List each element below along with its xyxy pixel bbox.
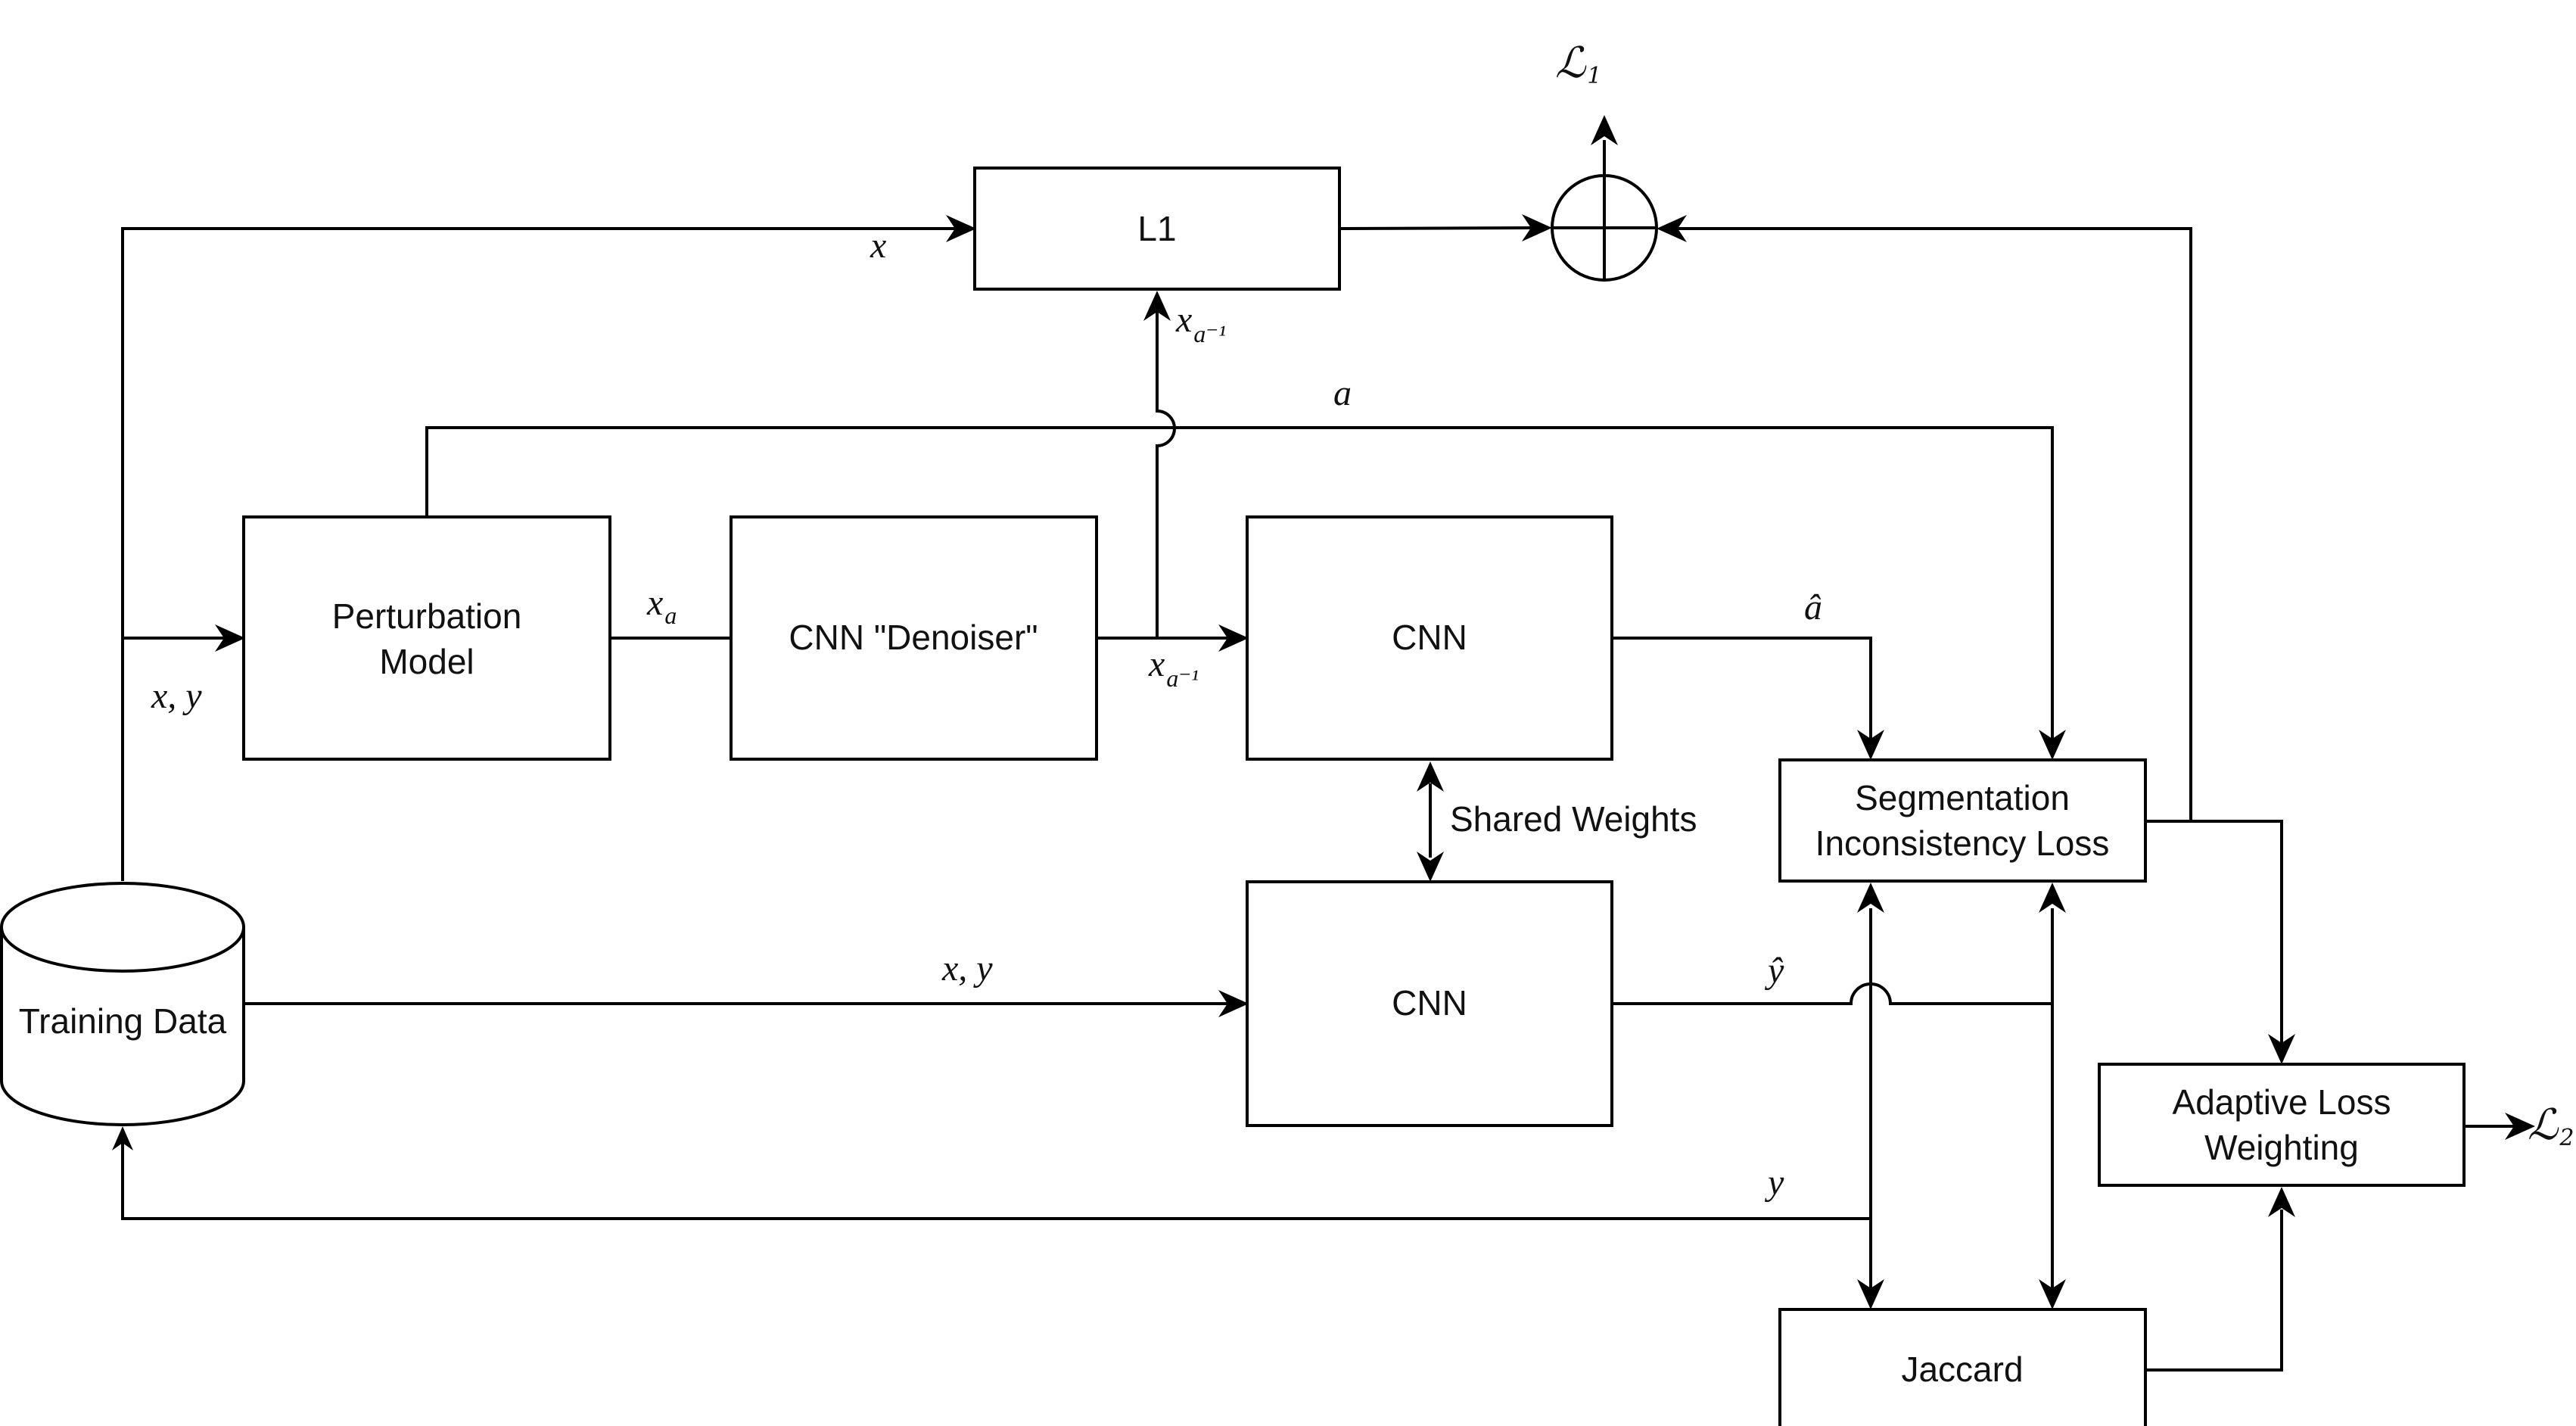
l1-label: L1 xyxy=(1137,209,1176,248)
jaccard-label: Jaccard xyxy=(1901,1350,2023,1389)
arrowheads xyxy=(112,115,2535,1309)
arrow-into-cnn-bottom xyxy=(1218,990,1249,1017)
arrow-into-l1 xyxy=(946,215,976,242)
label-loss1: ℒ1 xyxy=(1555,39,1601,89)
cnn-top-label: CNN xyxy=(1392,618,1467,657)
edge-segloss-to-adaptive xyxy=(2145,820,2283,1047)
arrow-down-jaccard-left xyxy=(1857,1279,1884,1309)
sum-node xyxy=(1551,174,1658,282)
arrow-a-into-segloss xyxy=(2039,730,2066,760)
edge-xainv-to-l1 xyxy=(1156,312,1176,638)
cylinder-top xyxy=(0,882,245,973)
arrow-shared-down xyxy=(1417,852,1444,882)
l1-box xyxy=(973,167,1341,291)
label-loss2: ℒ2 xyxy=(2528,1101,2574,1151)
edge-yhat xyxy=(1612,982,2052,1005)
cnn-bottom-box xyxy=(1246,880,1613,1127)
label-shared-weights: Shared Weights xyxy=(1450,799,1697,839)
arrow-shared-up xyxy=(1417,761,1444,792)
arrow-into-adaptive-bottom xyxy=(2268,1187,2295,1217)
cnn-bottom-label: CNN xyxy=(1392,983,1467,1023)
label-xy-left: x, y xyxy=(151,676,202,716)
arrow-loss2 xyxy=(2505,1113,2535,1140)
label-y-hat: ŷ xyxy=(1764,951,1784,991)
cylinder-body xyxy=(0,927,245,1126)
arrow-ahat-into-segloss xyxy=(1857,730,1884,760)
adaptive-loss-label-line2: Weighting xyxy=(2204,1128,2359,1167)
denoiser-box xyxy=(730,515,1098,761)
label-xainv-top: xa⁻¹ xyxy=(1175,300,1226,347)
arrow-into-perturbation xyxy=(215,624,245,652)
denoiser-label: CNN "Denoiser" xyxy=(789,618,1038,657)
segmentation-loss-label-line2: Inconsistency Loss xyxy=(1815,824,2110,863)
training-data-label: Training Data xyxy=(19,1001,227,1041)
label-a-hat: â xyxy=(1804,587,1822,627)
arrow-into-cnn-top xyxy=(1218,624,1249,652)
edge-l1-to-sum xyxy=(1339,226,1537,230)
arrow-up-loss1 xyxy=(1591,115,1618,145)
edge-segloss-to-sum xyxy=(1675,227,2192,823)
edge-a-to-segloss xyxy=(425,426,2054,742)
adaptive-loss-label-line1: Adaptive Loss xyxy=(2173,1082,2391,1122)
arrow-up-into-l1 xyxy=(1143,291,1171,321)
perturbation-box xyxy=(242,515,611,761)
label-xa: xa xyxy=(646,583,677,629)
perturbation-label-line1: Perturbation xyxy=(332,596,522,636)
training-data-cylinder: Training Data xyxy=(0,882,245,1126)
edge-jaccard-to-adaptive xyxy=(2145,1210,2283,1372)
edge-ahat-to-segloss xyxy=(1612,637,1872,742)
segmentation-loss-box xyxy=(1778,758,2147,883)
cnn-top-box xyxy=(1246,515,1613,761)
arrow-into-adaptive-top xyxy=(2268,1034,2295,1064)
label-x-top: x xyxy=(870,226,886,266)
arrow-into-sum-left xyxy=(1522,214,1552,241)
label-a: a xyxy=(1333,373,1352,413)
jaccard-box xyxy=(1778,1308,2147,1426)
arrow-down-jaccard-right xyxy=(2039,1279,2066,1309)
arrow-into-sum-right xyxy=(1657,215,1687,242)
segmentation-loss-label-line1: Segmentation xyxy=(1855,778,2070,817)
label-xainv-bottom: xa⁻¹ xyxy=(1148,644,1199,692)
arrow-training-data-up xyxy=(112,1126,133,1150)
label-y: y xyxy=(1764,1163,1784,1203)
edge-y xyxy=(121,1143,1871,1220)
edge-x-to-l1 xyxy=(121,227,960,881)
adaptive-loss-box xyxy=(2098,1063,2466,1187)
label-xy-bottom: x, y xyxy=(941,948,993,989)
arrow-up-segloss-right xyxy=(2039,883,2066,913)
arrow-up-segloss-left xyxy=(1857,883,1884,913)
perturbation-label-line2: Model xyxy=(379,642,474,681)
